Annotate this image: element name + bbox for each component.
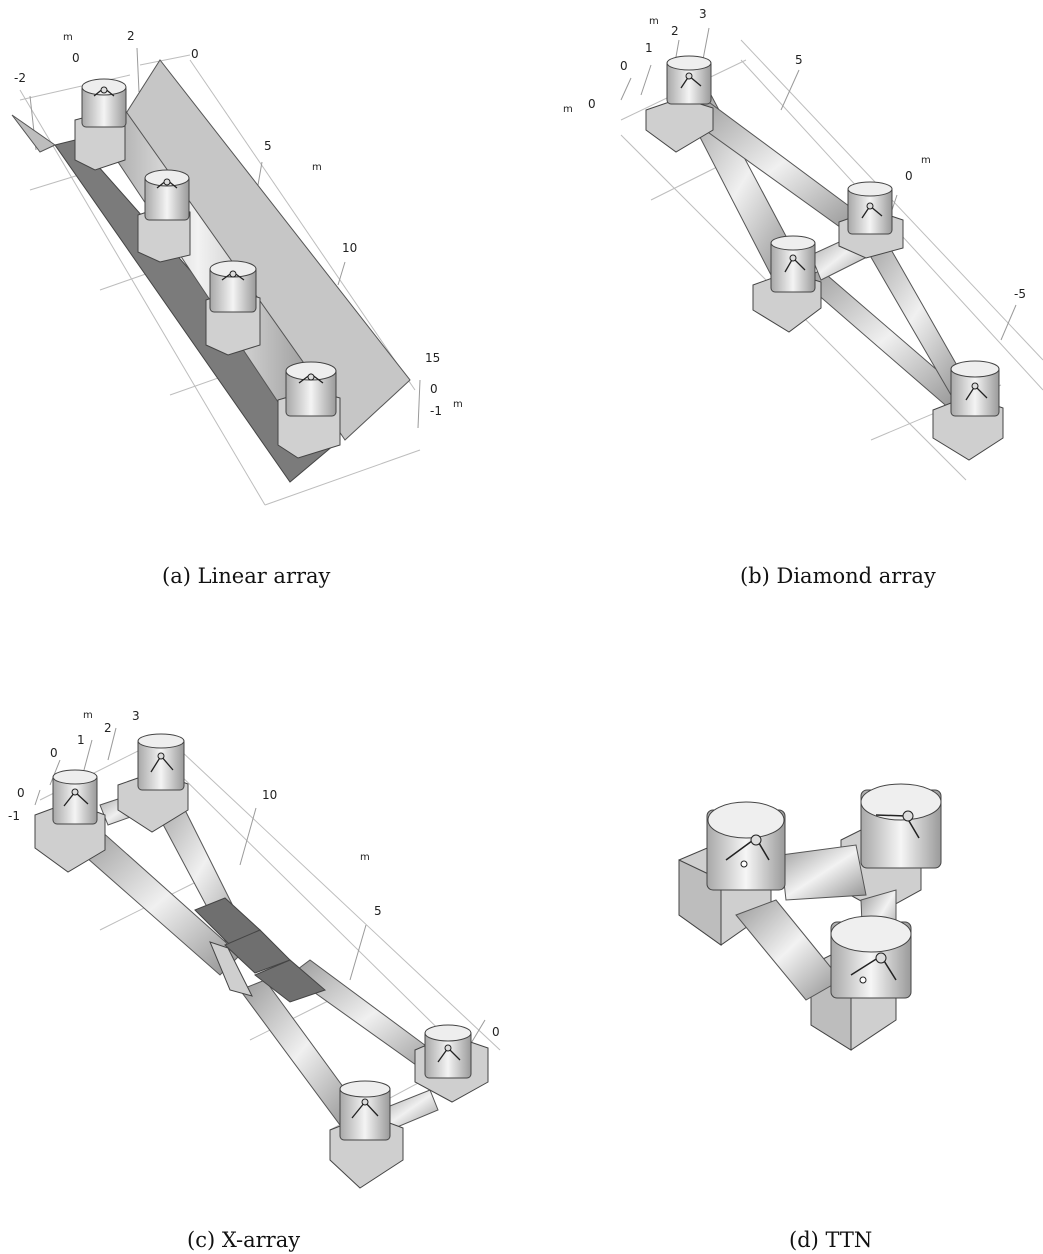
axis-unit-label: m — [921, 155, 931, 166]
mic-unit-4 — [932, 360, 1004, 461]
mic-unit-2 — [117, 733, 189, 833]
axis-labels: m -2 0 2 0 5 m 10 15 0 -1 m — [14, 29, 463, 418]
axis-tick-label: 2 — [104, 721, 112, 735]
connecting-tube-icon — [735, 899, 842, 1001]
axis-grid — [34, 727, 501, 1131]
mic-unit-3 — [414, 1024, 489, 1103]
mic-unit-1 — [74, 78, 127, 171]
axis-tick-label: 5 — [795, 53, 803, 67]
axis-tick-label: 3 — [699, 7, 707, 21]
mic-unit-3 — [205, 260, 261, 356]
axis-tick-label: 5 — [374, 904, 382, 918]
panel-ttn: (d) TTN — [521, 690, 1043, 1254]
panel-diamond-array: m 3 2 1 0 m 0 5 m 0 -5 (b) Diamond array — [521, 0, 1043, 600]
axis-tick-label: -1 — [8, 809, 20, 823]
mic-unit-1 — [645, 55, 714, 153]
axis-tick-label: 5 — [264, 139, 272, 153]
connecting-tube-icon — [780, 844, 867, 901]
caption-diamond-array: (b) Diamond array — [740, 564, 936, 588]
axis-tick-label: 0 — [905, 169, 913, 183]
axis-labels: m 3 2 1 0 0 -1 10 m 5 0 — [8, 709, 500, 1039]
axis-unit-label: m — [453, 399, 463, 410]
axis-tick-label: 1 — [645, 41, 653, 55]
mic-unit-4 — [277, 361, 341, 459]
mic-unit-2 — [838, 181, 904, 259]
axis-tick-label: 2 — [671, 24, 679, 38]
axis-grid — [19, 47, 421, 506]
central-hub — [194, 897, 326, 1003]
axis-unit-label: m — [649, 16, 659, 27]
axis-unit-label: m — [312, 162, 322, 173]
mic-unit-3 — [752, 235, 822, 333]
axis-tick-label: 0 — [588, 97, 596, 111]
axis-tick-label: -5 — [1014, 287, 1026, 301]
axis-unit-label: m — [563, 104, 573, 115]
panel-linear-array: m -2 0 2 0 5 m 10 15 0 -1 m (a) Linear a… — [0, 0, 520, 600]
mic-unit-1 — [706, 801, 786, 891]
mic-unit-3 — [830, 915, 912, 999]
axis-tick-label: 15 — [425, 351, 440, 365]
axis-tick-label: 0 — [17, 786, 25, 800]
axis-tick-label: 0 — [492, 1025, 500, 1039]
axis-tick-label: 0 — [50, 746, 58, 760]
mic-unit-1 — [34, 769, 106, 873]
axis-tick-label: 1 — [77, 733, 85, 747]
axis-tick-label: 10 — [262, 788, 277, 802]
axis-tick-label: 0 — [620, 59, 628, 73]
caption-linear-array: (a) Linear array — [162, 564, 331, 588]
axis-tick-label: 2 — [127, 29, 135, 43]
axis-tick-label: 3 — [132, 709, 140, 723]
diamond-array-model: m 3 2 1 0 m 0 5 m 0 -5 — [563, 7, 1043, 481]
x-array-model: m 3 2 1 0 0 -1 10 m 5 0 — [8, 709, 501, 1189]
axis-tick-label: -2 — [14, 71, 26, 85]
caption-ttn: (d) TTN — [789, 1228, 873, 1252]
side-fin — [11, 114, 56, 153]
caption-x-array: (c) X-array — [187, 1228, 301, 1252]
axis-tick-label: 10 — [342, 241, 357, 255]
axis-unit-label: m — [83, 710, 93, 721]
mic-unit-2 — [860, 783, 942, 869]
axis-labels: m 3 2 1 0 m 0 5 m 0 -5 — [563, 7, 1026, 301]
axis-tick-label: 0 — [72, 51, 80, 65]
axis-tick-label: 0 — [191, 47, 199, 61]
axis-unit-label: m — [63, 32, 73, 43]
linear-array-model: m -2 0 2 0 5 m 10 15 0 -1 m — [11, 29, 463, 506]
ttn-model — [678, 783, 942, 1051]
axis-tick-label: 0 — [430, 382, 438, 396]
panel-x-array: m 3 2 1 0 0 -1 10 m 5 0 (c) X-array — [0, 690, 520, 1254]
mic-unit-4 — [329, 1080, 404, 1189]
mic-unit-2 — [137, 169, 191, 263]
axis-tick-label: -1 — [430, 404, 442, 418]
axis-unit-label: m — [360, 852, 370, 863]
